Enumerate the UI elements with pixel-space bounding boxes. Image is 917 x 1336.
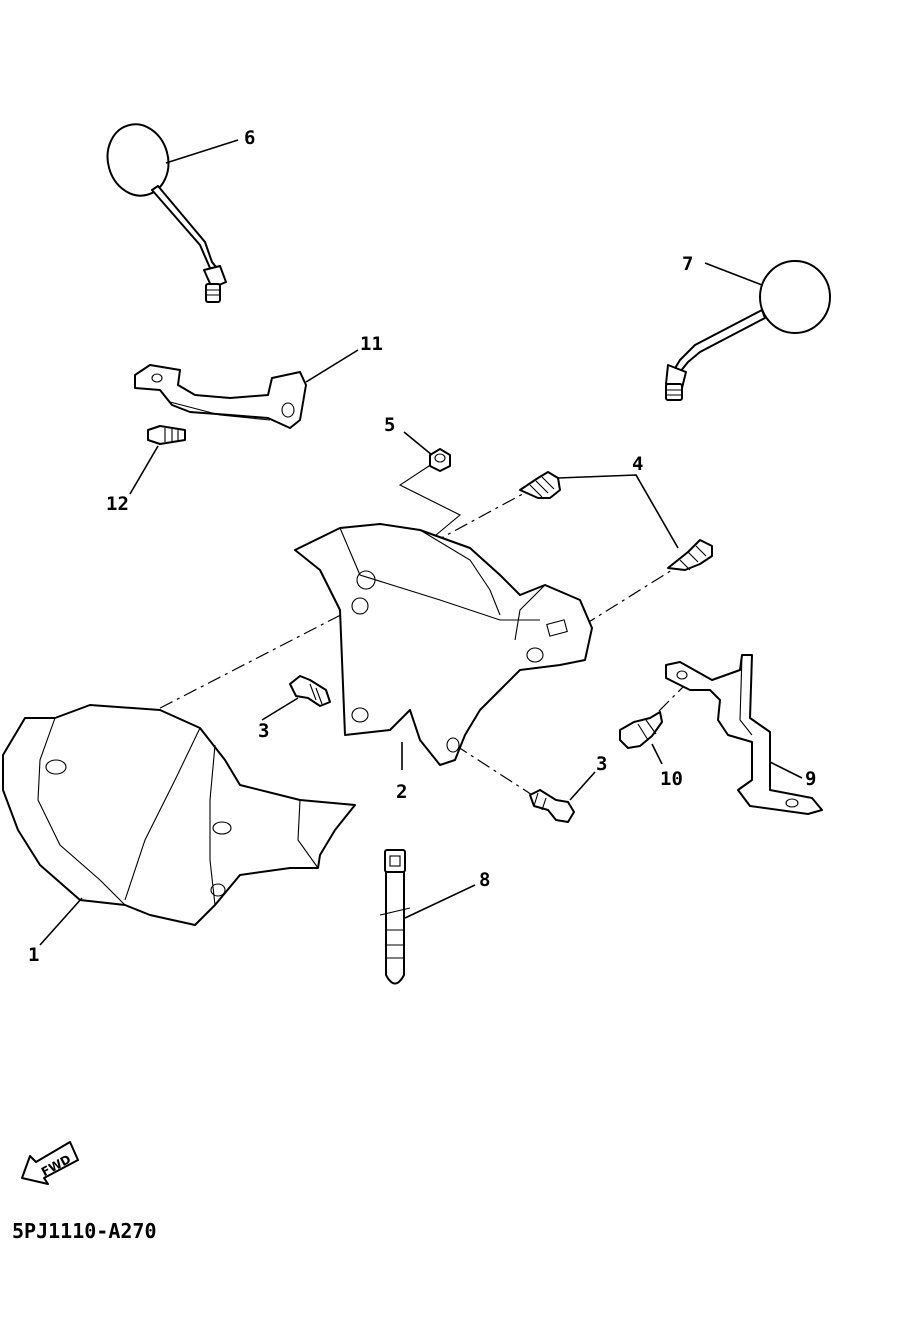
forward-arrow-icon: FWD	[21, 1141, 79, 1185]
callout-12: 12	[106, 493, 129, 515]
diagram-code: 5PJ1110-A270	[12, 1219, 157, 1243]
callout-3-right: 3	[596, 753, 607, 775]
screw-10	[619, 711, 663, 749]
callout-9: 9	[805, 768, 816, 790]
screw-4-lower	[667, 539, 713, 571]
nut-5	[429, 448, 451, 472]
cable-tie-8	[379, 849, 411, 985]
stay-bracket-left	[134, 364, 307, 429]
right-mirror	[665, 260, 831, 401]
screw-4-upper	[519, 471, 561, 499]
callout-2: 2	[396, 781, 407, 803]
callout-11: 11	[360, 333, 383, 355]
callout-5: 5	[384, 414, 395, 436]
left-mirror	[106, 123, 227, 303]
callouts: 6 7 11 12 5 4 3 3 2 10 9 8 1	[28, 127, 816, 966]
handlebar-cover-front	[2, 704, 356, 926]
leader-lines	[39, 139, 803, 946]
callout-3-left: 3	[258, 720, 269, 742]
callout-8: 8	[479, 869, 490, 891]
callout-7: 7	[682, 253, 693, 275]
handlebar-cover-rear	[294, 523, 593, 766]
callout-4: 4	[632, 453, 643, 475]
bolt-3-left	[289, 675, 331, 707]
bracket-9	[665, 654, 823, 815]
callout-1: 1	[28, 944, 39, 966]
bolt-3-right	[529, 789, 575, 823]
callout-10: 10	[660, 768, 683, 790]
callout-6: 6	[244, 127, 255, 149]
screw-12	[147, 425, 186, 445]
